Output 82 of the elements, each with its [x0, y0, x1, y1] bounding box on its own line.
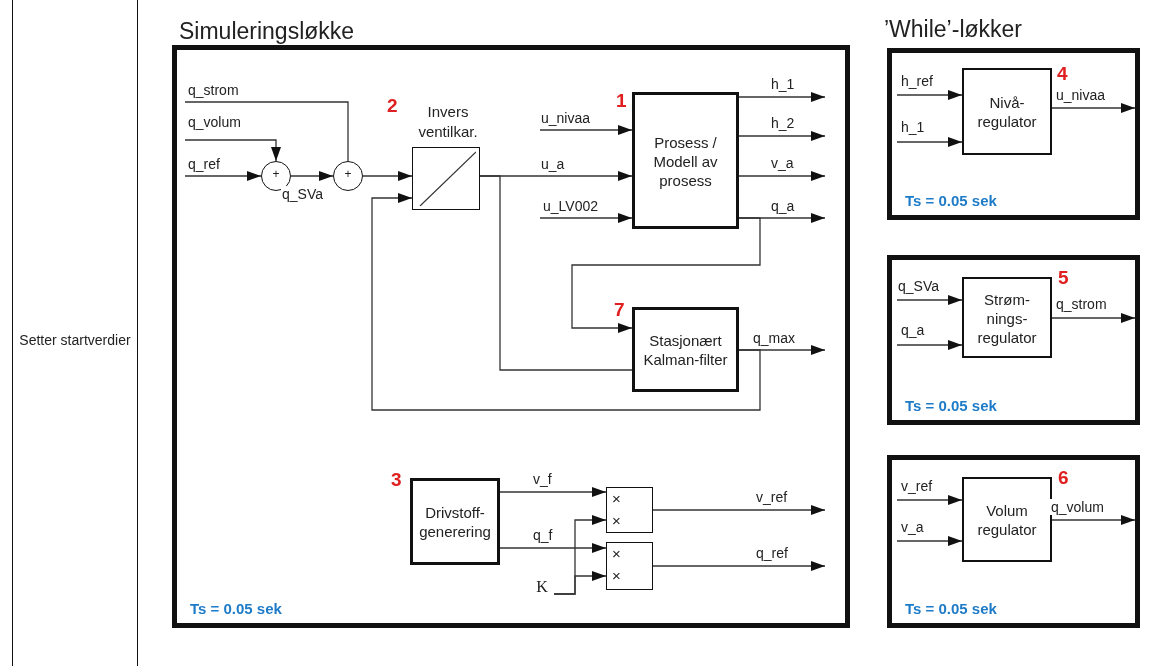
block-number: 3 [391, 470, 402, 490]
block-label: Drivstoff-generering [418, 502, 492, 541]
block-number: 1 [616, 91, 627, 111]
stage-panel [12, 0, 138, 666]
signal-label: v_f [532, 471, 553, 487]
signal-arrow [896, 295, 963, 305]
signal-arrow [571, 217, 761, 333]
block-number: 6 [1058, 468, 1069, 488]
block-label: Prosess / Modell av prosess [652, 132, 719, 189]
signal-label: u_nivaa [540, 110, 592, 126]
signal-line [479, 175, 633, 371]
signal-label: q_f [532, 527, 554, 543]
section-title: ’While’-løkker [884, 16, 1022, 43]
multiply-sign: × [612, 512, 621, 530]
block-number: 7 [614, 300, 625, 320]
loop-frame [887, 255, 1140, 425]
loop-frame [887, 455, 1140, 628]
sample-time-label: Ts = 0.05 sek [905, 397, 997, 414]
summing-junction [333, 161, 363, 191]
signal-arrow [362, 171, 413, 181]
block-number: 4 [1057, 64, 1068, 84]
multiply-sign: × [612, 567, 621, 585]
block-number: 5 [1058, 268, 1069, 288]
signal-label: q_strom [187, 82, 240, 98]
block-label: Strøm-nings-regulator [976, 289, 1038, 346]
block-label: Volum regulator [976, 500, 1038, 539]
signal-label: h_1 [900, 119, 926, 135]
signal-line [184, 101, 349, 162]
signal-label: u_LV002 [542, 198, 599, 214]
plus-sign: + [271, 167, 281, 181]
signal-arrow [896, 340, 963, 350]
signal-arrow [738, 171, 826, 181]
signal-arrow [1051, 313, 1136, 323]
constant-label: K [530, 578, 554, 598]
signal-arrow [499, 543, 607, 553]
signal-label: q_volum [187, 114, 242, 130]
multiply-sign: × [612, 545, 621, 563]
signal-label: q_strom [1055, 296, 1108, 312]
signal-arrow [539, 213, 633, 223]
signal-arrow [896, 495, 963, 505]
multiplier-block [606, 487, 653, 533]
multiply-sign: × [612, 490, 621, 508]
signal-arrow [1051, 103, 1136, 113]
signal-arrow [553, 571, 607, 595]
signal-arrow [896, 90, 963, 100]
stage-label: Setter startverdier [18, 330, 132, 350]
block-label: Invers ventilkar. [417, 102, 479, 142]
sample-time-label: Ts = 0.05 sek [905, 600, 997, 617]
signal-arrow [371, 193, 761, 411]
signal-label: h_2 [770, 115, 796, 131]
loop-frame [887, 48, 1140, 220]
signal-arrow [738, 131, 826, 141]
loop-title: Simuleringsløkke [179, 18, 355, 45]
signal-label: q_SVa [897, 278, 940, 294]
signal-label: v_ref [900, 478, 934, 494]
signal-label: h_1 [770, 76, 796, 92]
signal-arrow [184, 171, 262, 181]
summing-junction [261, 161, 291, 191]
block-label: Nivå-regulator [976, 92, 1038, 131]
block-label: Stasjonært Kalman-filter [642, 330, 729, 369]
sample-time-label: Ts = 0.05 sek [190, 600, 282, 617]
signal-arrow [184, 139, 281, 162]
signal-label: q_volum [1050, 499, 1105, 515]
signal-arrow [652, 561, 826, 571]
signal-label: q_ref [755, 545, 789, 561]
signal-arrow [1051, 515, 1136, 525]
sample-time-label: Ts = 0.05 sek [905, 192, 997, 209]
signal-label: v_ref [755, 489, 789, 505]
signal-arrow [896, 137, 963, 147]
signal-arrow [539, 125, 633, 135]
signal-label: q_SVa [281, 186, 324, 202]
plus-sign: + [343, 167, 353, 181]
signal-label: u_nivaa [1055, 87, 1107, 103]
signal-arrow [652, 505, 826, 515]
signal-arrow [896, 536, 963, 546]
block-number: 2 [387, 96, 398, 116]
signal-label: q_ref [187, 156, 221, 172]
signal-label: h_ref [900, 73, 934, 89]
multiplier-block [606, 542, 653, 590]
signal-arrow [738, 92, 826, 102]
signal-arrow [290, 171, 334, 181]
signal-arrow [499, 487, 607, 497]
